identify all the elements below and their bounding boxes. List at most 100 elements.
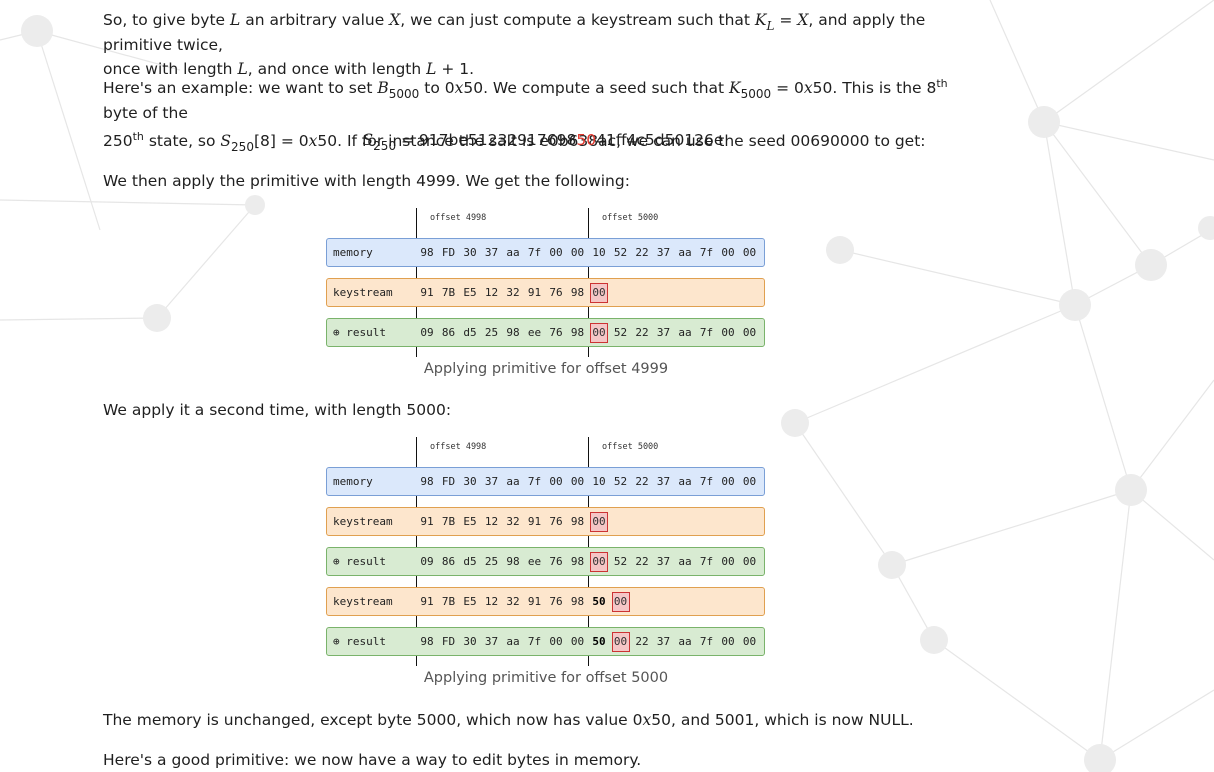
byte-cell: 98 [570,515,585,528]
byte-cell: 00 [742,246,757,259]
byte-cell: 98 [420,246,434,259]
byte-cell: 00 [742,635,757,648]
byte-cell: 76 [549,515,563,528]
paragraph-conclusion: Here's a good primitive: we now have a w… [103,751,642,769]
byte-cell: 32 [506,595,520,608]
byte-cell: 00 [570,635,585,648]
byte-cell: 7f [699,635,714,648]
byte-cell: 91 [420,595,434,608]
highlighted-byte-cell: 00 [590,323,608,343]
byte-cell: 00 [742,475,757,488]
byte-cell: aa [678,475,692,488]
offset-label-5000: offset 5000 [602,442,659,452]
byte-cell: 98 [506,326,520,339]
row-label: keystream [333,286,393,299]
paragraph-example: Here's an example: we want to set B5000 … [103,77,948,155]
offset-label-4998: offset 4998 [430,442,487,452]
byte-cell: 22 [635,326,649,339]
byte-cell: 52 [613,555,628,568]
byte-cell: 37 [484,246,499,259]
byte-cell: 52 [613,326,628,339]
byte-cell: 09 [420,555,434,568]
highlighted-byte-cell: 00 [611,592,630,612]
byte-cell: 37 [656,635,671,648]
byte-cell: 91 [420,515,434,528]
byte-cell: d5 [463,555,477,568]
byte-cell: 7f [699,326,714,339]
byte-cell: 37 [656,246,671,259]
byte-cell: 25 [484,555,499,568]
byte-cell: 37 [484,475,499,488]
paragraph-apply-second: We apply it a second time, with length 5… [103,401,452,419]
byte-cell: 00 [721,635,735,648]
byte-cell: 76 [549,326,563,339]
row-label: keystream [333,595,393,608]
byte-cell: 91 [527,595,542,608]
byte-cell: 37 [656,475,671,488]
offset-guide-line-right [588,496,589,507]
byte-cell: 86 [441,555,456,568]
byte-cell: 00 [742,555,757,568]
byte-cell: 12 [484,515,499,528]
highlighted-byte-cell: 00 [590,283,608,303]
offset-guide-line-right [588,267,589,278]
byte-cell: ee [527,555,542,568]
paragraph-intro: So, to give byte L an arbitrary value X,… [103,11,926,78]
row-label: memory [333,246,373,259]
offset-label-5000: offset 5000 [602,213,659,223]
byte-cell: 30 [463,475,477,488]
row-label: memory [333,475,373,488]
byte-cell: 91 [420,286,434,299]
byte-cell: 09 [420,326,434,339]
byte-cell: 7B [441,595,456,608]
byte-cell: 00 [549,246,563,259]
byte-cell: 50 [592,595,606,608]
offset-guide-line-right [588,307,589,318]
byte-cell: 7B [441,515,456,528]
offset-guide-line-left [416,496,417,507]
byte-cell: 37 [656,555,671,568]
row-label: ⊕ result [333,635,386,648]
byte-cell: 22 [635,635,649,648]
byte-cell: 22 [635,475,649,488]
byte-cell: 98 [420,635,434,648]
offset-guide-line-right [588,576,589,587]
byte-cell: 00 [721,475,735,488]
offset-guide-line-left [416,576,417,587]
byte-cell: 98 [570,326,585,339]
offset-guide-line-right [588,656,589,666]
byte-cell: 12 [484,286,499,299]
paragraph-result: The memory is unchanged, except byte 500… [103,711,914,729]
byte-cell: 7f [699,246,714,259]
diagram-caption-4999: Applying primitive for offset 4999 [423,361,669,377]
byte-cell: 37 [656,326,671,339]
offset-guide-line-right [588,536,589,547]
byte-cell: 00 [570,475,585,488]
offset-guide-line-right [588,616,589,627]
diagram-offset-5000: offset 4998 offset 5000 memory 98 FD 30 37 aa… [326,437,767,667]
byte-cell: FD [441,246,456,259]
byte-cell: 7f [699,475,714,488]
offset-guide-line-left [416,616,417,627]
offset-guide-line-left [416,536,417,547]
byte-cell: FD [441,475,456,488]
byte-cell: 98 [570,286,585,299]
byte-cell: 76 [549,555,563,568]
offset-guide-line-left [416,437,417,467]
byte-cell: E5 [463,286,477,299]
byte-cell: aa [506,635,520,648]
byte-cell: 76 [549,595,563,608]
byte-cell: 37 [484,635,499,648]
byte-cell: 7f [699,555,714,568]
offset-guide-line-right [588,347,589,357]
offset-guide-line-left [416,307,417,318]
byte-cell: 98 [420,475,434,488]
byte-cell: aa [506,246,520,259]
byte-cell: 52 [613,246,628,259]
byte-cell: aa [506,475,520,488]
